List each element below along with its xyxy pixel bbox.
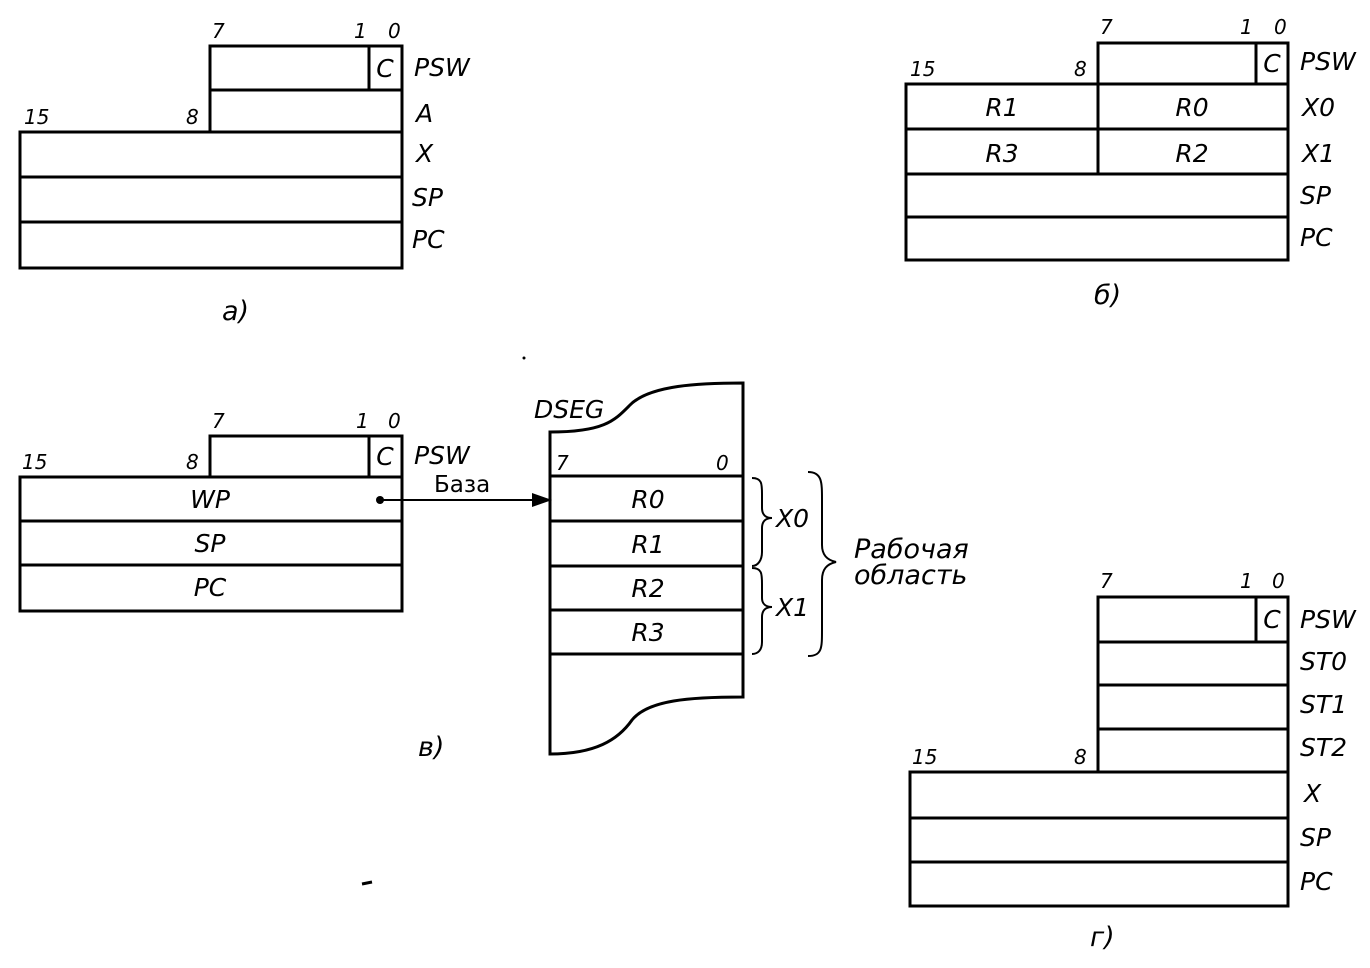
st0-register-g (1096, 640, 1290, 687)
sp-register-g (908, 816, 1290, 864)
r1-label-b: R1 (985, 93, 1018, 122)
diagram-g: 7 1 0 15 8 C PSW ST0 ST1 ST2 X SP PC г) (908, 569, 1357, 953)
diagram-v: 7 1 0 15 8 C PSW WP SP PC База DSEG 7 0 … (18, 381, 969, 763)
r3-label-b: R3 (985, 139, 1018, 168)
sp-register-b (904, 172, 1290, 219)
bit1-a: 1 (354, 19, 367, 43)
bit8-b: 8 (1074, 57, 1087, 81)
psw-register-a (208, 44, 404, 92)
bit1-v: 1 (356, 409, 369, 433)
bit8-g: 8 (1074, 745, 1087, 769)
bit0-v: 0 (388, 409, 401, 433)
sp-label-v: SP (195, 529, 227, 558)
dseg-bit0: 0 (716, 451, 729, 475)
sp-label-b: SP (1300, 181, 1332, 210)
x1-label-b: X1 (1300, 139, 1335, 168)
x1-label-v: X1 (774, 593, 809, 622)
dseg-r3-label: R3 (631, 618, 664, 647)
brace-work-area (807, 471, 837, 657)
pc-label-v: PC (194, 573, 227, 602)
bit0-g: 0 (1272, 569, 1285, 593)
psw-label-g: PSW (1300, 605, 1357, 634)
dseg-label: DSEG (534, 395, 604, 424)
scan-speck-1 (522, 356, 526, 360)
dseg-r1-label: R1 (631, 530, 664, 559)
pc-label-a: PC (412, 225, 445, 254)
pc-register-g (908, 860, 1290, 908)
diagram-b: 7 1 0 15 8 C R1 R0 R3 R2 PSW X0 X1 SP PC… (904, 15, 1357, 311)
a-label-a: A (414, 99, 433, 128)
caption-v: в) (418, 732, 444, 763)
bit7-v: 7 (212, 409, 225, 433)
base-pointer-arrowhead (532, 493, 552, 507)
carry-flag-label-b: C (1263, 49, 1281, 78)
work-area-line1: Рабочая (854, 534, 969, 565)
scan-speck-2 (361, 880, 373, 886)
base-label: База (434, 472, 490, 498)
x-label-a: X (414, 139, 434, 168)
psw-label-v: PSW (414, 441, 471, 470)
st1-label-g: ST1 (1300, 690, 1347, 719)
x-label-g: X (1302, 779, 1322, 808)
bit1-g: 1 (1240, 569, 1253, 593)
brace-x0 (751, 477, 773, 567)
bit7-a: 7 (212, 19, 225, 43)
psw-register-v (208, 434, 404, 479)
st2-label-g: ST2 (1300, 733, 1347, 762)
st1-register-g (1096, 683, 1290, 731)
caption-b: б) (1094, 280, 1121, 311)
bit8-v: 8 (186, 450, 199, 474)
r2-label-b: R2 (1175, 139, 1208, 168)
x-register-a (18, 130, 404, 179)
dseg-r0-label: R0 (631, 485, 664, 514)
carry-flag-label-g: C (1263, 605, 1281, 634)
x-register-g (908, 770, 1290, 820)
bit15-g: 15 (912, 745, 937, 769)
bit8-a: 8 (186, 105, 199, 129)
sp-register-a (18, 175, 404, 224)
dseg-r2-label: R2 (631, 574, 664, 603)
psw-label-b: PSW (1300, 47, 1357, 76)
pc-register-a (18, 220, 404, 270)
caption-g: г) (1090, 922, 1115, 953)
bit7-b: 7 (1100, 15, 1113, 39)
dseg-segment-outline (548, 381, 745, 756)
diagram-a: 7 1 0 15 8 C PSW A X SP PC a) (18, 19, 471, 327)
brace-x1 (751, 567, 773, 655)
x0-label-b: X0 (1300, 93, 1335, 122)
sp-label-g: SP (1300, 823, 1332, 852)
pc-register-b (904, 215, 1290, 262)
accumulator-register-a (208, 88, 404, 134)
x0-label-v: X0 (774, 504, 809, 533)
caption-a: a) (222, 296, 249, 327)
bit15-b: 15 (910, 57, 935, 81)
work-area-line2: область (854, 560, 967, 591)
bit15-a: 15 (24, 105, 49, 129)
bit7-g: 7 (1100, 569, 1113, 593)
pc-register-v (18, 563, 404, 613)
pc-label-b: PC (1300, 223, 1333, 252)
dseg-bit7: 7 (556, 451, 569, 475)
bit0-a: 0 (388, 19, 401, 43)
wp-label-v: WP (190, 485, 231, 514)
bit15-v: 15 (22, 450, 47, 474)
sp-label-a: SP (412, 183, 444, 212)
bit0-b: 0 (1274, 15, 1287, 39)
psw-register-g (1096, 595, 1290, 644)
psw-label-a: PSW (414, 53, 471, 82)
st2-register-g (1096, 727, 1290, 774)
bit1-b: 1 (1240, 15, 1253, 39)
r0-label-b: R0 (1175, 93, 1208, 122)
carry-flag-label-a: C (376, 54, 394, 83)
carry-flag-label-v: C (376, 442, 394, 471)
psw-register-b (1096, 41, 1290, 86)
st0-label-g: ST0 (1300, 647, 1347, 676)
pc-label-g: PC (1300, 867, 1333, 896)
